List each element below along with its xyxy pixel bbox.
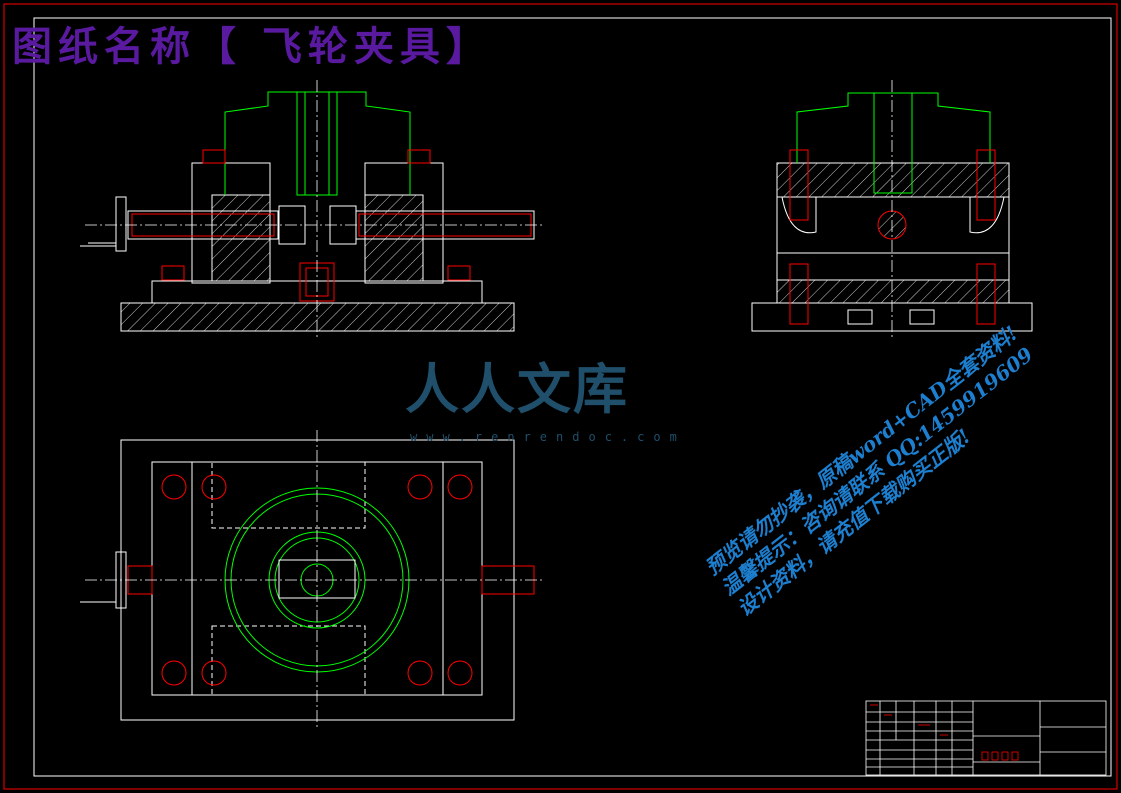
front-bolt-top-left xyxy=(202,149,226,164)
side-bolt-4 xyxy=(976,263,996,325)
front-left-block-hatch xyxy=(211,194,271,282)
front-flywheel-part xyxy=(224,91,411,195)
front-bolt-low-right xyxy=(447,265,471,281)
outer-frame xyxy=(3,3,1118,790)
front-bolt-low-left xyxy=(161,265,185,281)
top-bolt-5 xyxy=(161,660,187,686)
side-flywheel-part xyxy=(796,92,991,163)
side-mid-plate xyxy=(776,252,1010,281)
front-view xyxy=(80,80,545,340)
side-bolt-1 xyxy=(789,149,809,221)
drawing-title: 图纸名称【 飞轮夹具】 xyxy=(12,23,492,70)
top-bolt-3 xyxy=(407,474,433,500)
front-left-handle xyxy=(115,196,127,252)
title-block xyxy=(865,700,1107,776)
top-view xyxy=(80,430,545,728)
front-right-block-hatch xyxy=(364,194,424,282)
watermark-url: www.renrendoc.com xyxy=(410,430,686,444)
top-bolt-6 xyxy=(201,660,227,686)
top-bolt-8 xyxy=(447,660,473,686)
side-lower-plate xyxy=(776,279,1010,304)
top-bolt-4 xyxy=(447,474,473,500)
front-bolt-top-right xyxy=(407,149,431,164)
side-bolt-3 xyxy=(789,263,809,325)
top-bolt-7 xyxy=(407,660,433,686)
top-bolt-1 xyxy=(161,474,187,500)
side-view xyxy=(751,80,1033,340)
top-bolt-2 xyxy=(201,474,227,500)
watermark-logo: 人人文库 xyxy=(405,358,629,421)
inner-frame xyxy=(33,17,1112,777)
front-base-plate xyxy=(120,302,515,332)
side-top-plate xyxy=(776,162,1010,198)
side-bolt-2 xyxy=(976,149,996,221)
